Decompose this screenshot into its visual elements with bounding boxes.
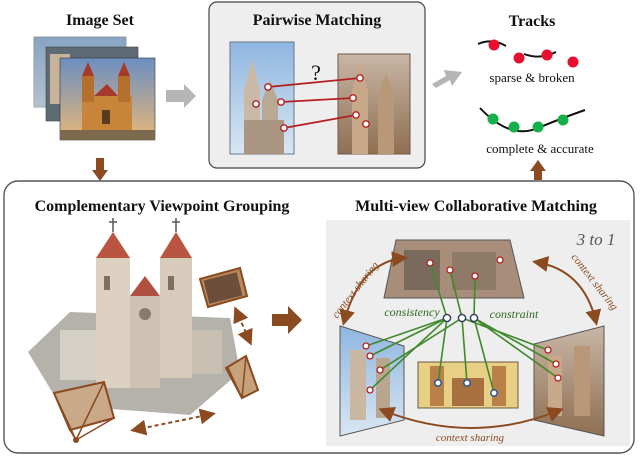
pairwise-panel: Pairwise Matching ? — [208, 1, 426, 169]
gray-arrow-to-tracks — [432, 70, 462, 88]
right-view — [533, 325, 605, 437]
consistency-label: consistency — [384, 305, 440, 319]
question-mark: ? — [311, 60, 321, 85]
mvcm-title: Multi-view Collaborative Matching — [355, 198, 597, 215]
complete-track — [479, 107, 586, 133]
tracks-title: Tracks — [509, 13, 556, 30]
sparse-label: sparse & broken — [489, 70, 575, 85]
mvcm-section: Multi-view Collaborative Matching 3 to 1 — [326, 198, 630, 446]
pair-image-left — [229, 41, 295, 155]
complete-label: complete & accurate — [486, 141, 594, 156]
mvcm-keypoints — [362, 256, 562, 394]
constraint-label: constraint — [490, 307, 539, 321]
top-view — [383, 239, 525, 299]
image-set: Image Set — [33, 12, 156, 181]
context-arrow-left — [339, 251, 408, 326]
ratio-label: 3 to 1 — [576, 230, 616, 249]
grouping-section: Complementary Viewpoint Grouping — [28, 198, 289, 443]
church-photo — [60, 62, 155, 140]
up-arrow — [530, 160, 546, 171]
down-arrow — [92, 170, 108, 181]
camera-frustums — [52, 266, 260, 443]
pair-image-right — [337, 53, 411, 155]
dashed-arrow-right — [233, 306, 253, 346]
context-arrow-right — [532, 256, 602, 326]
image-stack — [33, 36, 156, 141]
consistency-lines — [365, 262, 559, 394]
tracks-panel: Tracks sparse & broken complete & accura… — [477, 13, 594, 180]
brown-arrow-to-mvcm — [272, 306, 302, 334]
center-keypoints — [434, 313, 498, 397]
left-view — [339, 325, 405, 437]
pairwise-keypoints — [252, 74, 370, 132]
pairwise-title: Pairwise Matching — [253, 12, 381, 29]
dashed-arrow-bottom — [130, 408, 216, 436]
context-sharing-bottom: context sharing — [436, 432, 505, 444]
bottom-panel — [3, 180, 635, 454]
church-3d-model — [28, 218, 240, 415]
context-arrow-bottom — [378, 407, 564, 429]
pairwise-match-lines — [267, 77, 361, 129]
grouping-title: Complementary Viewpoint Grouping — [35, 198, 290, 215]
sparse-track — [477, 39, 579, 68]
gray-arrow-to-pairwise — [166, 84, 196, 108]
image-set-title: Image Set — [66, 12, 135, 29]
